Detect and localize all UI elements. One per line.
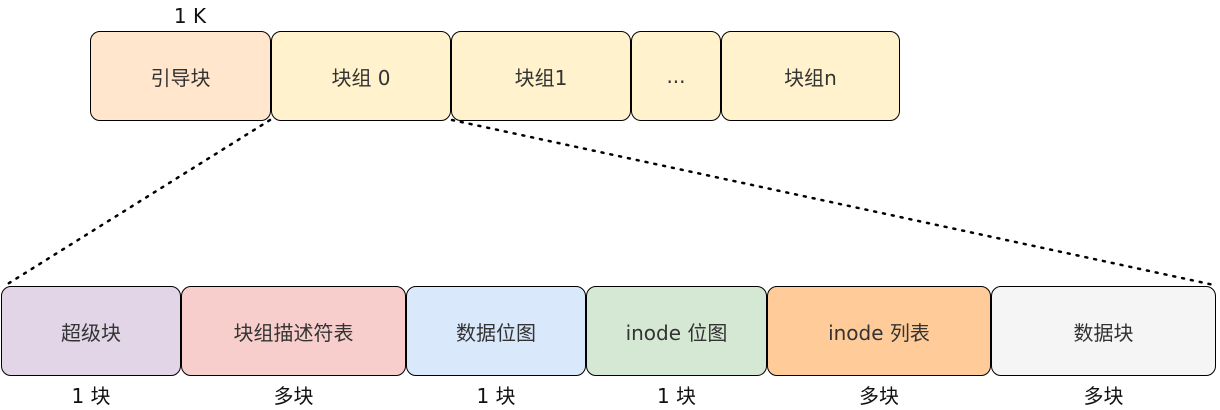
group-descriptor-table: 块组描述符表 <box>181 286 406 376</box>
block-group-ellipsis: ... <box>631 31 721 121</box>
superblock: 超级块 <box>1 286 181 376</box>
inode-table: inode 列表 <box>767 286 991 376</box>
block-group-n: 块组n <box>721 31 900 121</box>
connector-left <box>4 118 272 287</box>
box-label: 块组1 <box>514 65 568 90</box>
superblock-count: 1 块 <box>71 384 111 408</box>
box-label: ... <box>666 64 686 88</box>
box-label: 数据位图 <box>456 320 536 345</box>
box-label: 块组 0 <box>331 65 391 90</box>
boot-block: 引导块 <box>90 31 271 121</box>
connector-right <box>450 118 1216 287</box>
inode-bitmap: inode 位图 <box>586 286 767 376</box>
data-bitmap: 数据位图 <box>406 286 586 376</box>
box-label: inode 位图 <box>625 320 728 345</box>
inode-table-count: 多块 <box>859 384 899 408</box>
box-label: 数据块 <box>1073 320 1134 345</box>
data-blocks-count: 多块 <box>1083 384 1124 408</box>
block-group-1: 块组1 <box>451 31 631 121</box>
box-label: 引导块 <box>150 65 211 90</box>
block-group-0: 块组 0 <box>271 31 451 121</box>
box-label: inode 列表 <box>828 320 930 345</box>
box-label: 块组描述符表 <box>233 320 354 345</box>
box-label: 超级块 <box>61 320 121 345</box>
data-blocks: 数据块 <box>991 286 1216 376</box>
boot-block-size-label: 1 K <box>173 4 207 28</box>
inode-bitmap-count: 1 块 <box>656 384 697 408</box>
box-label: 块组n <box>784 65 837 90</box>
group-descriptor-table-count: 多块 <box>273 384 314 408</box>
data-bitmap-count: 1 块 <box>476 384 516 408</box>
